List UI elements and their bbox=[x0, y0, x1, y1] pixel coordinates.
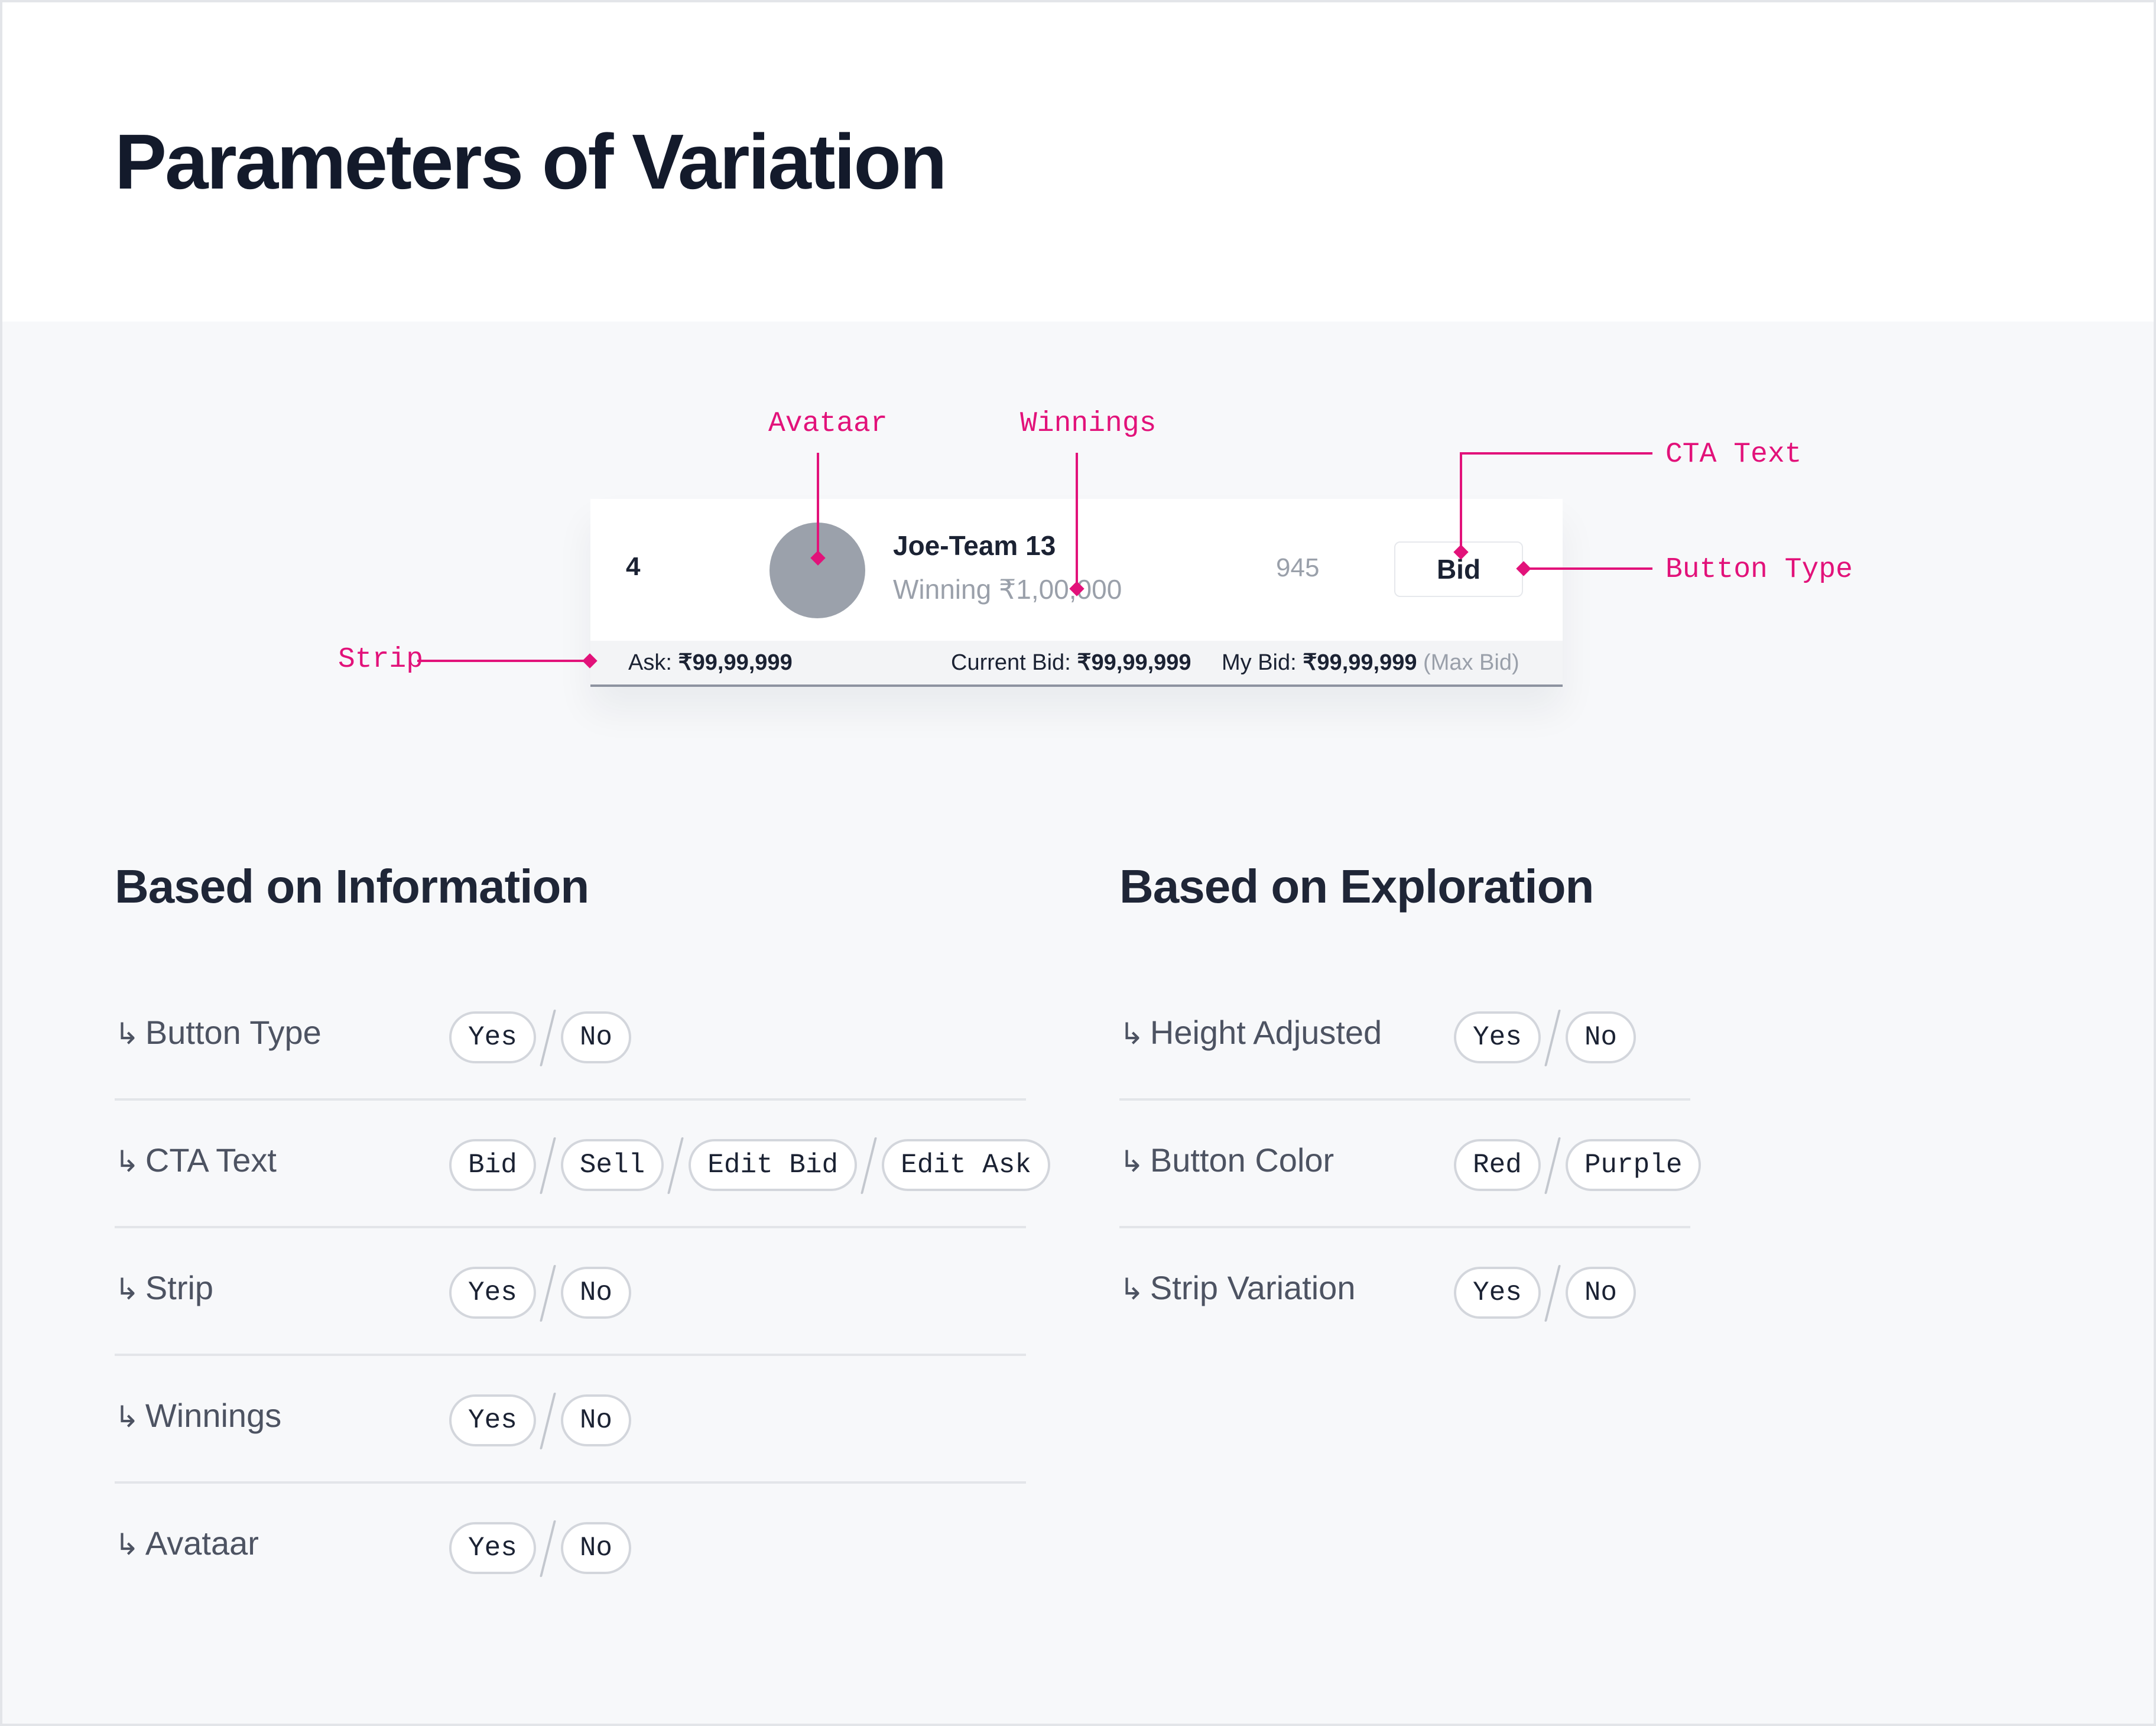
ask-label: Ask: bbox=[628, 650, 678, 675]
param-row-strip-variation: ↳Strip Variation Yes No bbox=[1119, 1228, 1690, 1356]
return-arrow-icon: ↳ bbox=[1119, 1017, 1144, 1051]
avatar bbox=[769, 523, 865, 618]
option-yes[interactable]: Yes bbox=[1454, 1011, 1541, 1063]
param-label: ↳CTA Text bbox=[115, 1141, 277, 1179]
option-group: Red Purple bbox=[1454, 1138, 1702, 1192]
param-row-button-type: ↳Button Type Yes No bbox=[115, 973, 1026, 1101]
param-row-button-color: ↳Button Color Red Purple bbox=[1119, 1101, 1702, 1228]
param-row-strip: ↳Strip Yes No bbox=[115, 1228, 1026, 1356]
my-bid-info: My Bid: ₹99,99,999 (Max Bid) bbox=[1222, 649, 1519, 676]
option-yes[interactable]: Yes bbox=[449, 1522, 536, 1574]
option-no[interactable]: No bbox=[560, 1522, 632, 1574]
return-arrow-icon: ↳ bbox=[115, 1017, 139, 1051]
param-label-text: Winnings bbox=[145, 1397, 282, 1434]
option-edit-ask[interactable]: Edit Ask bbox=[882, 1139, 1050, 1191]
current-bid-label: Current Bid: bbox=[951, 650, 1077, 675]
bid-button[interactable]: Bid bbox=[1394, 541, 1523, 597]
option-group: Yes No bbox=[449, 1394, 632, 1447]
current-bid-info: Current Bid: ₹99,99,999 bbox=[951, 649, 1191, 676]
info-strip: Ask: ₹99,99,999 Current Bid: ₹99,99,999 … bbox=[590, 641, 1563, 687]
winnings-text: Winning ₹1,00,000 bbox=[893, 574, 1122, 605]
option-separator bbox=[547, 1394, 550, 1447]
option-yes[interactable]: Yes bbox=[449, 1394, 536, 1446]
my-bid-label: My Bid: bbox=[1222, 650, 1303, 675]
option-bid[interactable]: Bid bbox=[449, 1139, 536, 1191]
header: Parameters of Variation bbox=[2, 2, 2154, 322]
option-edit-bid[interactable]: Edit Bid bbox=[689, 1139, 858, 1191]
param-label: ↳Strip bbox=[115, 1268, 213, 1307]
option-sell[interactable]: Sell bbox=[560, 1139, 664, 1191]
return-arrow-icon: ↳ bbox=[115, 1272, 139, 1306]
option-separator bbox=[547, 1011, 550, 1064]
rank-number: 4 bbox=[626, 552, 641, 581]
option-no[interactable]: No bbox=[1565, 1011, 1637, 1063]
option-yes[interactable]: Yes bbox=[449, 1011, 536, 1063]
option-separator bbox=[1551, 1011, 1555, 1064]
ask-value: ₹99,99,999 bbox=[678, 650, 793, 675]
score-value: 945 bbox=[1276, 553, 1320, 582]
option-group: Yes No bbox=[449, 1011, 632, 1064]
option-group: Bid Sell Edit Bid Edit Ask bbox=[449, 1138, 1050, 1192]
option-group: Yes No bbox=[449, 1266, 632, 1319]
param-label-text: Button Type bbox=[145, 1014, 322, 1051]
option-separator bbox=[1551, 1266, 1555, 1319]
param-label-text: Avataar bbox=[145, 1524, 259, 1562]
ask-info: Ask: ₹99,99,999 bbox=[628, 649, 793, 676]
annotation-avataar: Avataar bbox=[768, 408, 888, 440]
annotation-button-type: Button Type bbox=[1665, 554, 1853, 586]
param-label: ↳Winnings bbox=[115, 1396, 281, 1435]
param-row-avataar: ↳Avataar Yes No bbox=[115, 1484, 1026, 1611]
param-label-text: Strip bbox=[145, 1269, 214, 1306]
option-yes[interactable]: Yes bbox=[449, 1267, 536, 1319]
annotation-cta-text: CTA Text bbox=[1665, 439, 1802, 471]
option-separator bbox=[868, 1138, 871, 1192]
option-separator bbox=[547, 1138, 550, 1192]
param-label: ↳Strip Variation bbox=[1119, 1268, 1355, 1307]
option-group: Yes No bbox=[1454, 1266, 1637, 1319]
option-separator bbox=[547, 1521, 550, 1575]
option-group: Yes No bbox=[1454, 1011, 1637, 1064]
option-separator bbox=[547, 1266, 550, 1319]
param-label: ↳Avataar bbox=[115, 1524, 259, 1562]
annotation-winnings: Winnings bbox=[1020, 408, 1157, 440]
param-label: ↳Button Type bbox=[115, 1013, 322, 1052]
option-no[interactable]: No bbox=[1565, 1267, 1637, 1319]
option-separator bbox=[674, 1138, 678, 1192]
option-group: Yes No bbox=[449, 1521, 632, 1575]
example-leaderboard-row: 4 Joe-Team 13 Winning ₹1,00,000 945 Bid … bbox=[590, 499, 1563, 687]
my-bid-value: ₹99,99,999 bbox=[1303, 650, 1417, 675]
section-title-information: Based on Information bbox=[115, 860, 589, 913]
section-title-exploration: Based on Exploration bbox=[1119, 860, 1594, 913]
option-yes[interactable]: Yes bbox=[1454, 1267, 1541, 1319]
option-no[interactable]: No bbox=[560, 1011, 632, 1063]
option-red[interactable]: Red bbox=[1454, 1139, 1541, 1191]
param-label-text: Button Color bbox=[1150, 1141, 1334, 1179]
param-label: ↳Height Adjusted bbox=[1119, 1013, 1382, 1052]
return-arrow-icon: ↳ bbox=[115, 1527, 139, 1562]
param-row-winnings: ↳Winnings Yes No bbox=[115, 1356, 1026, 1484]
option-no[interactable]: No bbox=[560, 1394, 632, 1446]
player-name: Joe-Team 13 bbox=[893, 530, 1056, 561]
option-purple[interactable]: Purple bbox=[1565, 1139, 1702, 1191]
param-label-text: CTA Text bbox=[145, 1141, 277, 1179]
return-arrow-icon: ↳ bbox=[1119, 1272, 1144, 1306]
page-title: Parameters of Variation bbox=[115, 118, 947, 205]
param-row-cta-text: ↳CTA Text Bid Sell Edit Bid Edit Ask bbox=[115, 1101, 1050, 1228]
return-arrow-icon: ↳ bbox=[115, 1144, 139, 1179]
max-bid-note: (Max Bid) bbox=[1417, 650, 1519, 675]
current-bid-value: ₹99,99,999 bbox=[1077, 650, 1191, 675]
param-row-height-adjusted: ↳Height Adjusted Yes No bbox=[1119, 973, 1690, 1101]
param-label-text: Height Adjusted bbox=[1150, 1014, 1382, 1051]
option-no[interactable]: No bbox=[560, 1267, 632, 1319]
param-label: ↳Button Color bbox=[1119, 1141, 1334, 1179]
return-arrow-icon: ↳ bbox=[115, 1400, 139, 1434]
param-label-text: Strip Variation bbox=[1150, 1269, 1356, 1306]
return-arrow-icon: ↳ bbox=[1119, 1144, 1144, 1179]
option-separator bbox=[1551, 1138, 1555, 1192]
annotation-strip: Strip bbox=[338, 644, 424, 676]
